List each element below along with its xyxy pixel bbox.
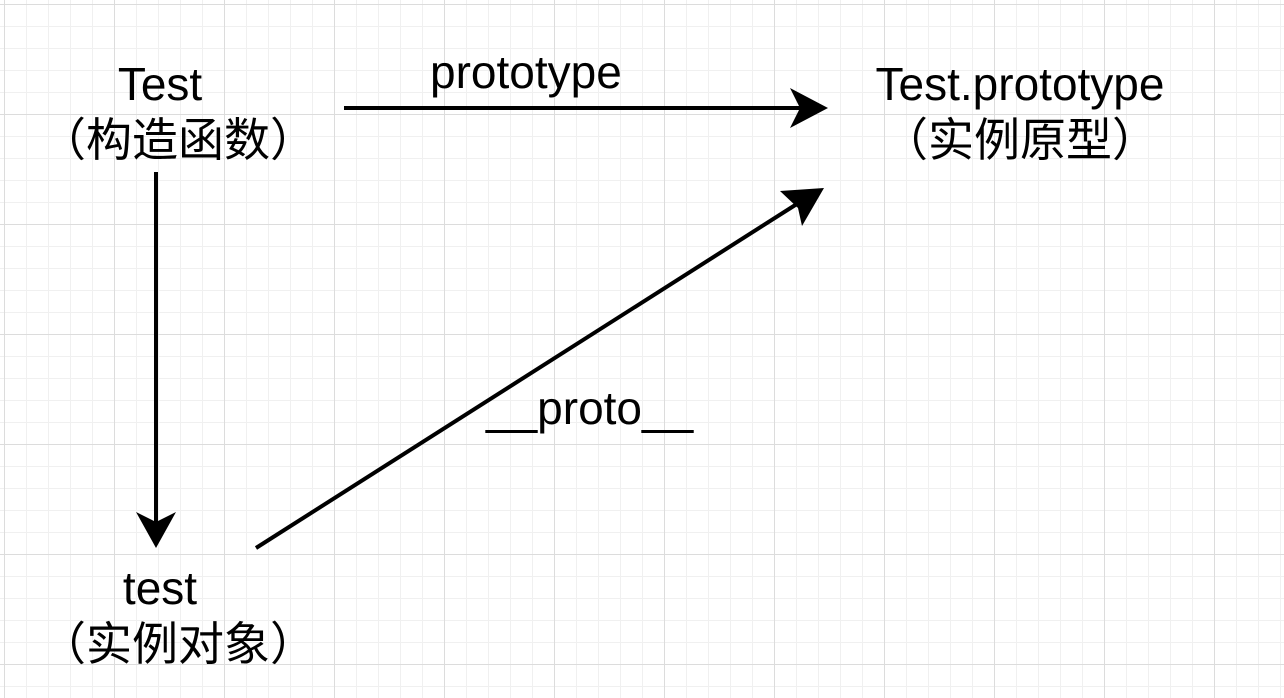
- arrowhead-down-icon: [136, 512, 176, 548]
- arrowhead-diagonal-icon: [780, 188, 824, 226]
- arrowhead-right-icon: [790, 88, 828, 128]
- node-constructor[interactable]: Test （构造函数）: [40, 56, 316, 168]
- node-instance-desc: （实例对象）: [40, 618, 316, 670]
- node-constructor-desc: （构造函数）: [40, 114, 316, 166]
- node-instance-name: test: [122, 562, 198, 614]
- node-prototype[interactable]: Test.prototype （实例原型）: [850, 56, 1190, 168]
- node-prototype-name: Test.prototype: [875, 58, 1165, 110]
- edge-label-proto[interactable]: __proto__: [486, 382, 694, 434]
- node-instance[interactable]: test （实例对象）: [40, 560, 316, 672]
- node-prototype-desc: （实例原型）: [882, 114, 1158, 166]
- edge-proto: [254, 200, 802, 550]
- node-constructor-name: Test: [117, 58, 203, 110]
- edge-label-prototype[interactable]: prototype: [430, 46, 622, 98]
